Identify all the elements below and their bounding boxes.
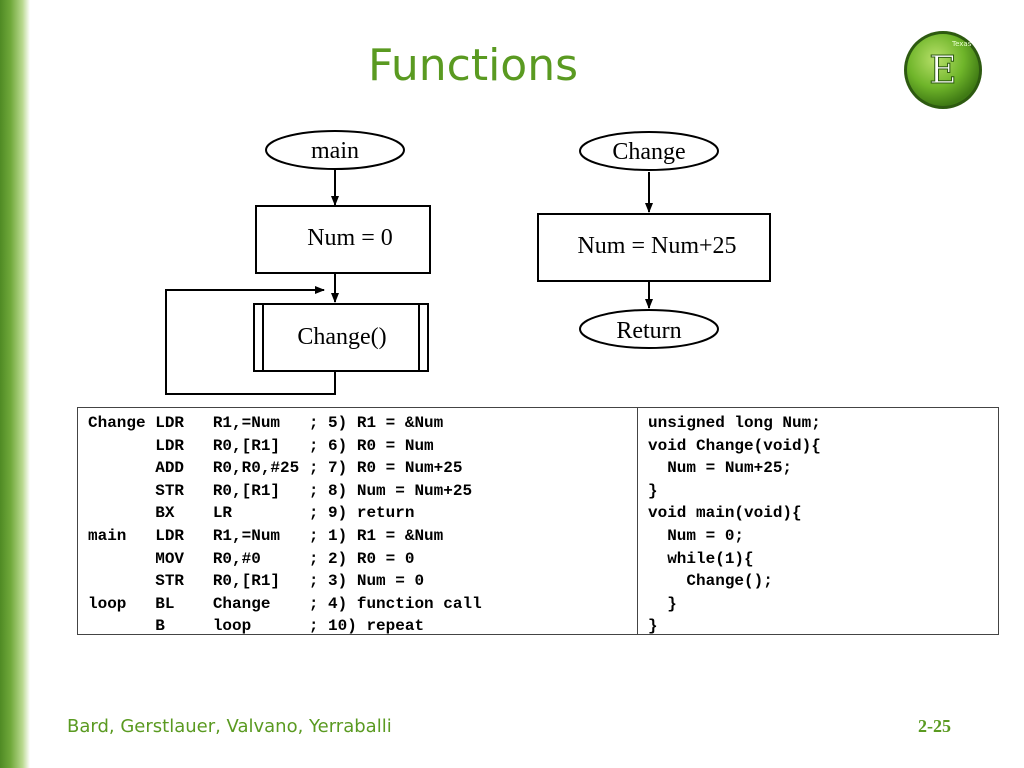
num-update-box <box>537 213 771 282</box>
asm-line: main LDR R1,=Num ; 1) R1 = &Num <box>88 526 444 545</box>
asm-line: LDR R0,[R1] ; 6) R0 = Num <box>88 436 434 455</box>
change-terminal <box>579 131 719 171</box>
main-terminal-label: main <box>311 138 359 164</box>
c-line: } <box>648 594 677 613</box>
change-call-label: Change() <box>297 324 386 350</box>
asm-line: MOV R0,#0 ; 2) R0 = 0 <box>88 549 415 568</box>
asm-line: BX LR ; 9) return <box>88 504 415 523</box>
c-line: } <box>648 481 658 500</box>
logo-letter: E <box>929 48 957 92</box>
num-init-label: Num = 0 <box>307 225 393 251</box>
c-line: unsigned long Num; <box>648 414 821 432</box>
num-update-label: Num = Num+25 <box>577 233 736 259</box>
change-call-box <box>253 303 429 372</box>
c-code-column: unsigned long Num; void Change(void){ Nu… <box>638 408 998 635</box>
assembly-code-column: Change LDR R1,=Num ; 5) R1 = &Num LDR R0… <box>78 408 638 635</box>
texas-e-logo: Texas E <box>904 31 982 109</box>
slide-title: Functions <box>367 40 579 91</box>
logo-caption: Texas <box>951 40 972 48</box>
return-terminal <box>579 309 719 349</box>
return-terminal-label: Return <box>616 318 681 344</box>
asm-line: STR R0,[R1] ; 8) Num = Num+25 <box>88 481 473 500</box>
side-accent-bar <box>0 0 30 768</box>
asm-line: B loop ; 10) repeat <box>88 617 425 636</box>
c-line: while(1){ <box>648 549 754 568</box>
c-line: void main(void){ <box>648 504 802 523</box>
asm-line: ADD R0,R0,#25 ; 7) R0 = Num+25 <box>88 459 463 478</box>
c-line: Num = Num+25; <box>648 459 793 478</box>
asm-line: STR R0,[R1] ; 3) Num = 0 <box>88 572 425 591</box>
asm-line: loop BL Change ; 4) function call <box>88 594 482 613</box>
flowchart: main Num = 0 Change() Change Num = Num+2… <box>165 130 771 395</box>
loop-back-arrow <box>165 286 336 395</box>
c-line: void Change(void){ <box>648 436 821 455</box>
num-init-box <box>255 205 431 274</box>
change-terminal-label: Change <box>612 139 685 165</box>
code-comparison-table: Change LDR R1,=Num ; 5) R1 = &Num LDR R0… <box>77 407 999 635</box>
c-line: Change(); <box>648 572 773 591</box>
c-line: Num = 0; <box>648 526 745 545</box>
page-number: 2-25 <box>918 716 951 736</box>
asm-line: Change LDR R1,=Num ; 5) R1 = &Num <box>88 414 444 432</box>
footer-authors: Bard, Gerstlauer, Valvano, Yerraballi <box>67 716 392 737</box>
c-line: } <box>648 617 658 636</box>
